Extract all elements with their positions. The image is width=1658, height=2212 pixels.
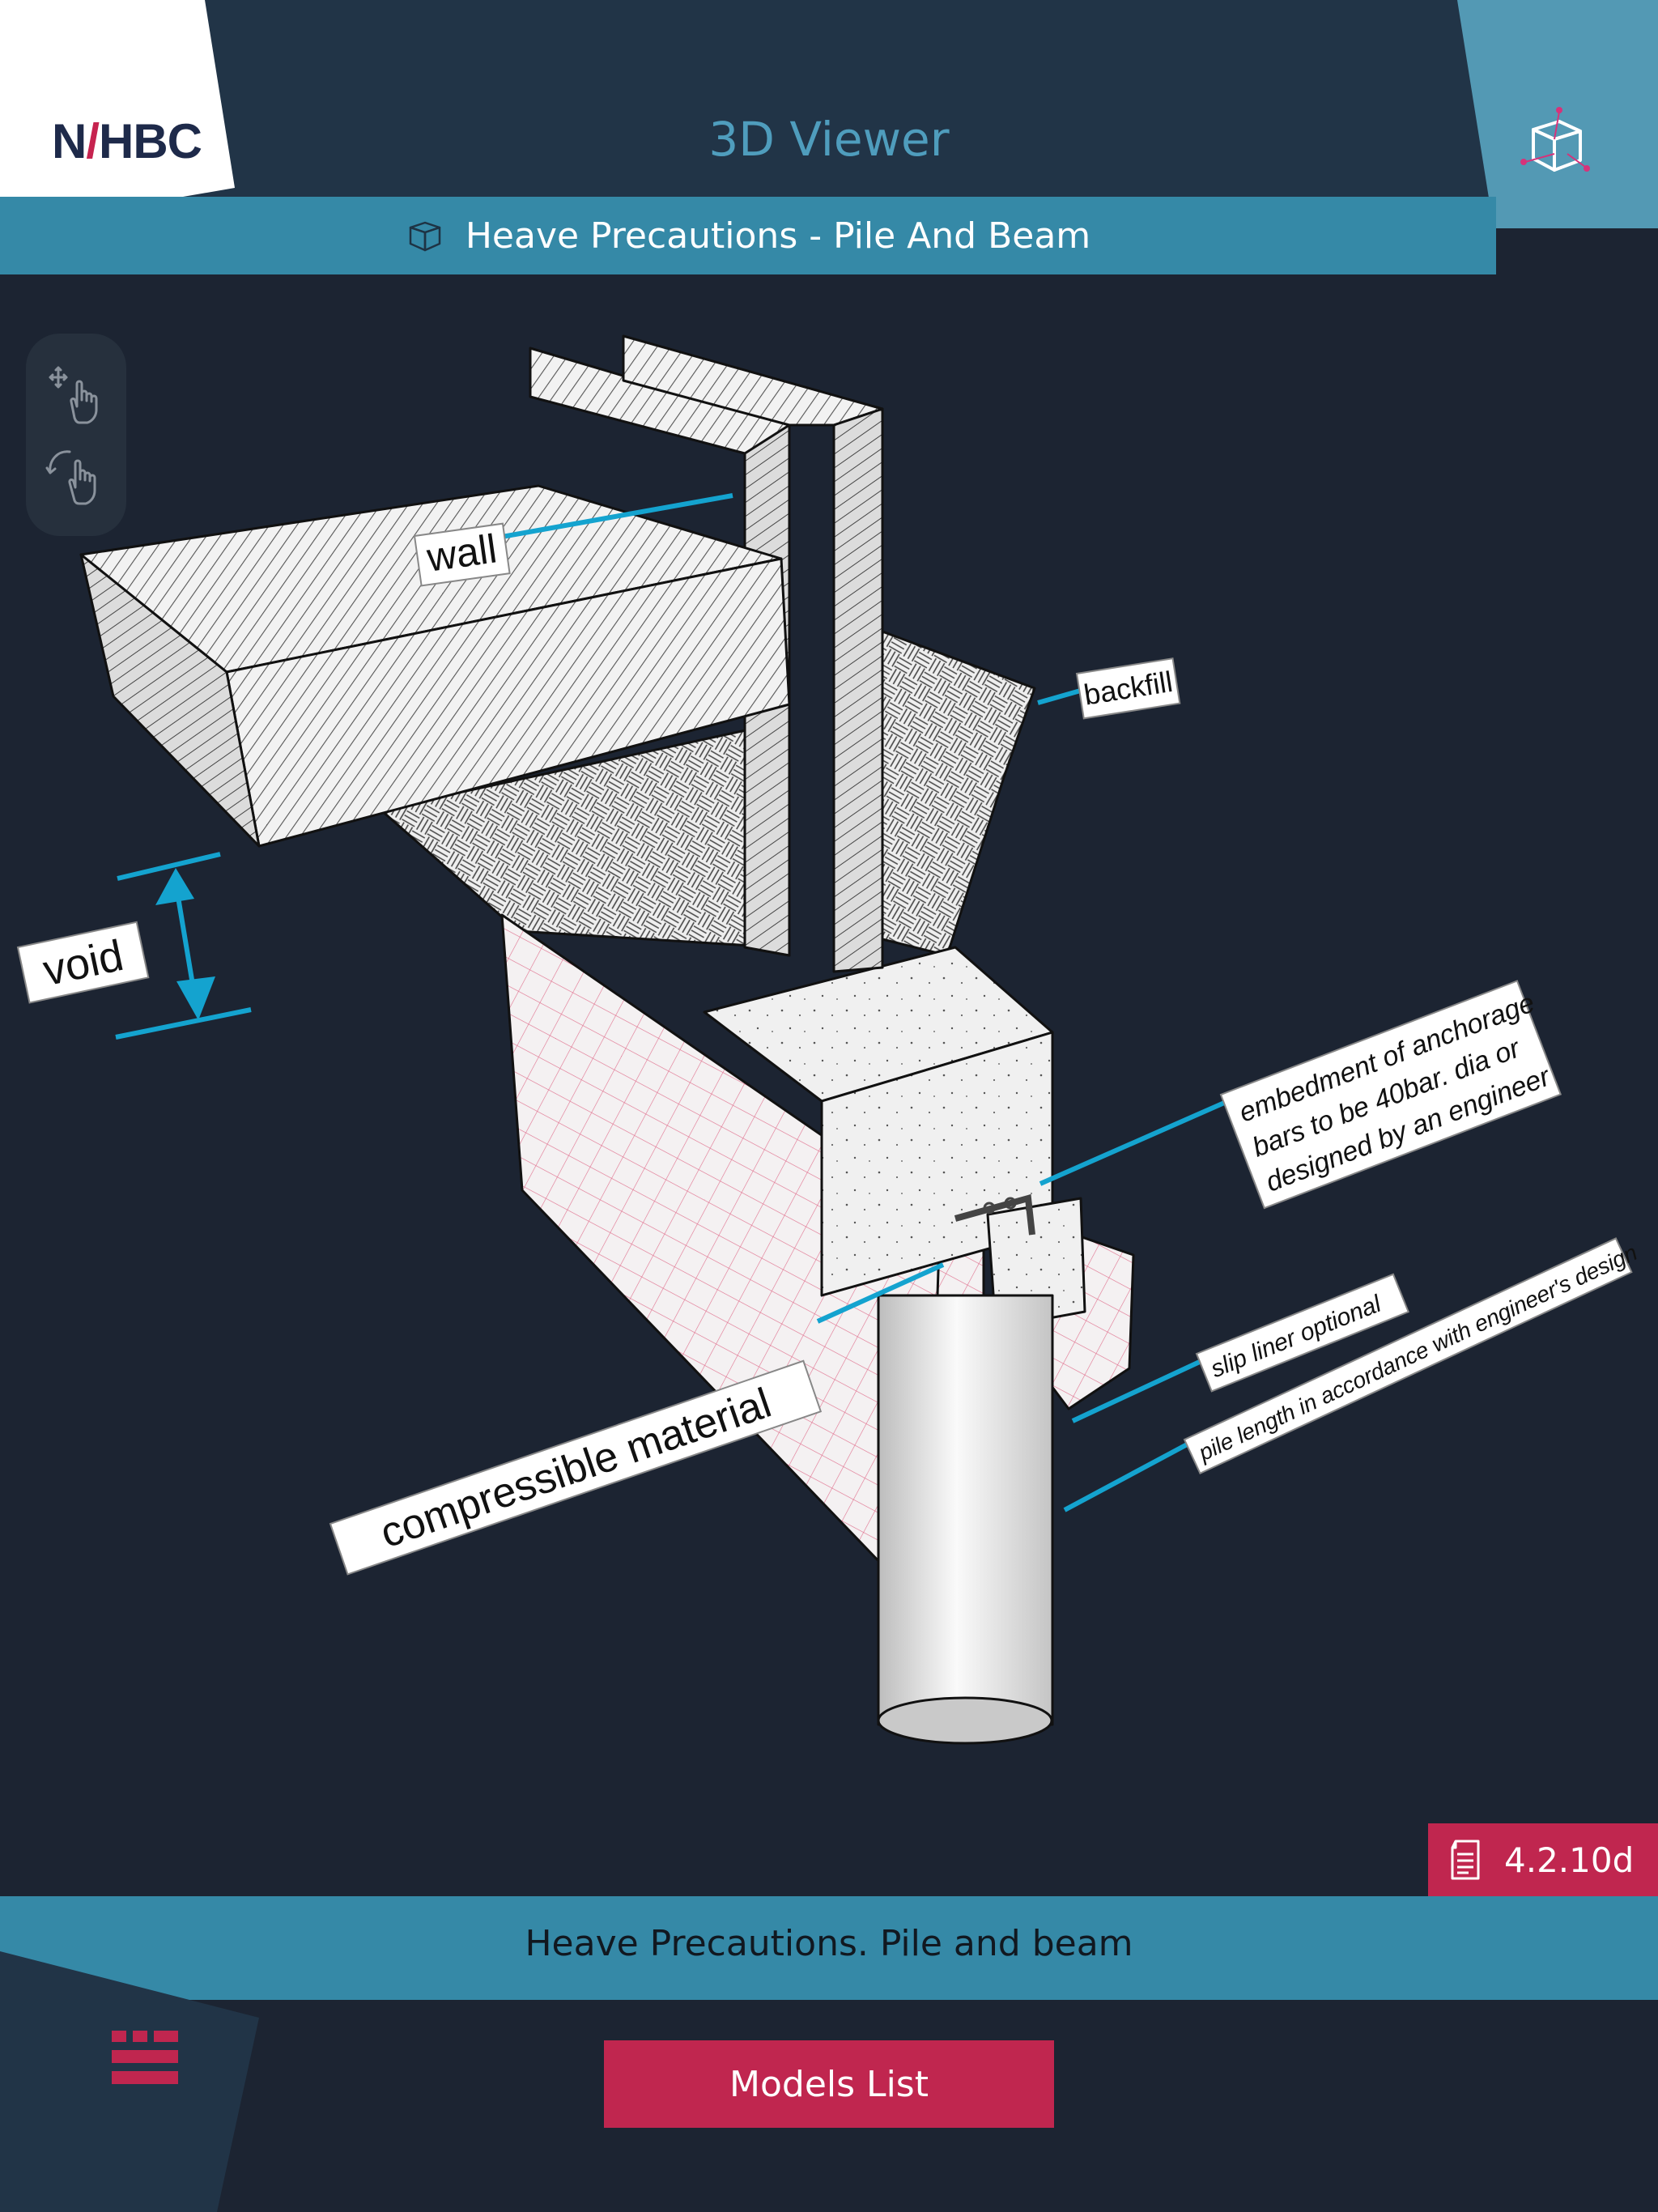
- caption-bar: [0, 1896, 1658, 2000]
- reference-code: 4.2.10d: [1504, 1840, 1635, 1880]
- logo-panel: [0, 0, 235, 228]
- compressible-material-label: compressible material: [329, 1359, 823, 1576]
- pile-base: [877, 1696, 1053, 1745]
- header-background: [0, 0, 1658, 198]
- models-list-button[interactable]: Models List: [604, 2040, 1054, 2128]
- pan-gesture-icon[interactable]: [42, 361, 110, 429]
- gesture-controls: [26, 334, 126, 536]
- backfill-slope-right: [881, 630, 1036, 957]
- nhbc-logo: N/HBC: [52, 114, 202, 168]
- cube-icon: [409, 221, 441, 252]
- outer-wall-leaf-top: [622, 334, 884, 427]
- model-title: Heave Precautions - Pile And Beam: [465, 215, 1091, 257]
- void-label: void: [16, 921, 150, 1004]
- view-mode-panel: [1457, 0, 1658, 228]
- 3d-model-viewport[interactable]: wall backfill void embedment of anchorag…: [0, 274, 1658, 1893]
- backfill-label: backfill: [1075, 657, 1181, 720]
- embedment-label: embedment of anchorage bars to be 40bar.…: [1219, 980, 1562, 1210]
- anchorage-bars: [954, 1193, 1035, 1236]
- pile-shaft: [877, 1294, 1054, 1726]
- reference-badge[interactable]: 4.2.10d: [1428, 1823, 1658, 1896]
- model-title-row: Heave Precautions - Pile And Beam: [0, 197, 1496, 274]
- wall-label: wall: [413, 522, 511, 587]
- document-icon: [1451, 1840, 1480, 1880]
- foundation-model: [79, 334, 1135, 1745]
- outer-wall-leaf-front: [832, 407, 884, 973]
- model-title-bar: [0, 197, 1496, 274]
- ground-beam-end: [79, 553, 261, 848]
- compressible-material-label-text: compressible material: [375, 1380, 777, 1557]
- rotate-gesture-icon[interactable]: [42, 442, 110, 510]
- void-arrowheads: [155, 868, 215, 1020]
- wall-label-text: wall: [423, 525, 500, 581]
- model-caption: Heave Precautions. Pile and beam: [525, 1923, 1133, 1964]
- leader-lines: [115, 493, 1244, 1512]
- menu-icon[interactable]: [112, 2031, 178, 2092]
- cube-view-icon[interactable]: [1519, 105, 1592, 178]
- app-title: 3D Viewer: [708, 112, 950, 167]
